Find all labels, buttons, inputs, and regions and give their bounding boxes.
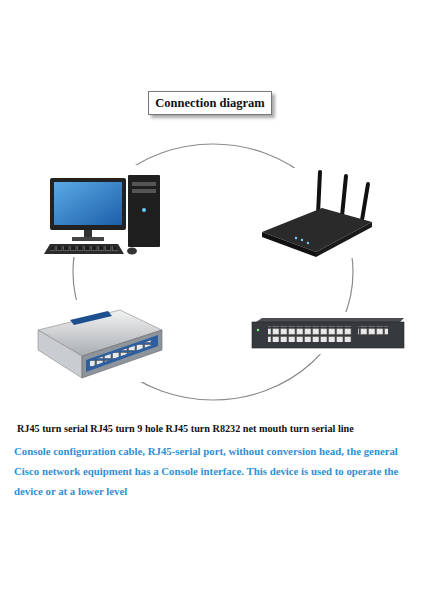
router-icon (250, 168, 375, 258)
cable-name: RJ45 turn serial RJ45 turn 9 hole RJ45 t… (17, 422, 417, 436)
computer-icon (38, 165, 170, 257)
description-note: Console configuration cable, RJ45-serial… (14, 441, 416, 501)
small-switch-icon (30, 300, 170, 382)
rack-switch-icon (244, 312, 412, 354)
diagram-title: Connection diagram (148, 91, 272, 115)
